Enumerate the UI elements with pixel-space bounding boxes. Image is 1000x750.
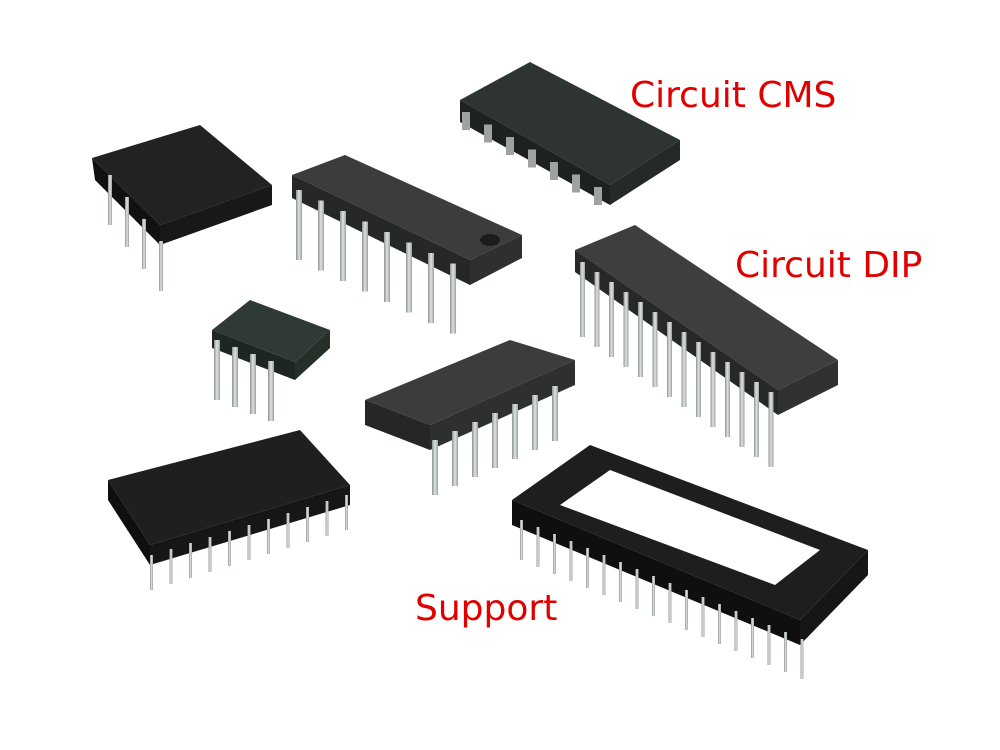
pin	[550, 162, 558, 180]
pin	[602, 555, 606, 595]
label-support: Support	[415, 588, 558, 629]
pin	[800, 639, 804, 679]
label-circuit-cms: Circuit CMS	[630, 75, 837, 116]
pin	[125, 197, 129, 247]
pin	[325, 501, 329, 536]
pin	[623, 292, 629, 367]
pin	[428, 253, 434, 323]
pin	[432, 440, 438, 495]
pin	[472, 422, 478, 477]
pin	[638, 302, 643, 377]
pin	[484, 124, 492, 143]
pin	[536, 527, 540, 567]
pin	[462, 112, 470, 130]
pin	[108, 175, 112, 225]
pin	[668, 583, 672, 623]
pin	[532, 395, 538, 450]
pin	[520, 520, 523, 560]
pin	[340, 211, 346, 281]
pin	[739, 372, 745, 447]
pin	[512, 404, 518, 459]
pin	[594, 272, 600, 347]
pin	[768, 392, 774, 467]
pin	[652, 576, 655, 616]
label-circuit-dip: Circuit DIP	[735, 245, 923, 286]
pin	[247, 525, 251, 560]
pin	[528, 149, 536, 168]
pin	[228, 531, 231, 566]
pin	[318, 200, 324, 271]
pin	[652, 312, 658, 387]
pin	[250, 354, 256, 414]
dip-14-chip	[365, 340, 575, 495]
pin	[734, 611, 738, 651]
pin	[506, 137, 514, 155]
dip-28-chip	[575, 225, 838, 467]
pin	[685, 590, 688, 630]
pin	[594, 187, 602, 205]
pin	[572, 174, 580, 193]
pin	[569, 541, 573, 581]
pin	[784, 632, 787, 672]
pin	[767, 625, 771, 665]
pin	[667, 322, 672, 397]
pin	[619, 562, 622, 602]
socket-20pin	[108, 430, 350, 590]
pin	[189, 543, 192, 578]
pin	[384, 232, 390, 302]
pin	[450, 263, 456, 334]
pin	[345, 495, 348, 530]
pin	[681, 332, 687, 407]
pin	[232, 347, 238, 407]
pin	[701, 597, 705, 637]
pin	[268, 361, 274, 421]
pin	[169, 549, 173, 584]
pin	[267, 519, 270, 554]
pin	[286, 513, 290, 548]
pin	[306, 507, 309, 542]
pin	[362, 221, 368, 292]
socket-40pin	[512, 445, 868, 679]
pin	[754, 382, 759, 457]
smd-chip	[460, 62, 680, 205]
pin	[696, 342, 701, 417]
pin	[725, 362, 730, 437]
pin	[492, 413, 498, 468]
pin	[635, 569, 639, 609]
pin	[150, 555, 153, 590]
pin	[553, 534, 556, 574]
dip-8-chip	[212, 300, 330, 421]
pin	[552, 386, 558, 441]
pin	[718, 604, 721, 644]
pin	[214, 340, 220, 400]
pin	[296, 190, 302, 260]
socket-8pin	[92, 125, 272, 291]
pin	[208, 537, 212, 572]
pin	[452, 431, 458, 486]
pin	[580, 262, 585, 337]
pin	[586, 548, 589, 588]
pin	[142, 219, 146, 269]
pin	[751, 618, 754, 658]
dip-16-chip	[292, 155, 522, 334]
pin	[406, 242, 412, 313]
pin	[609, 282, 614, 357]
pin	[159, 241, 163, 291]
pin	[710, 352, 716, 427]
